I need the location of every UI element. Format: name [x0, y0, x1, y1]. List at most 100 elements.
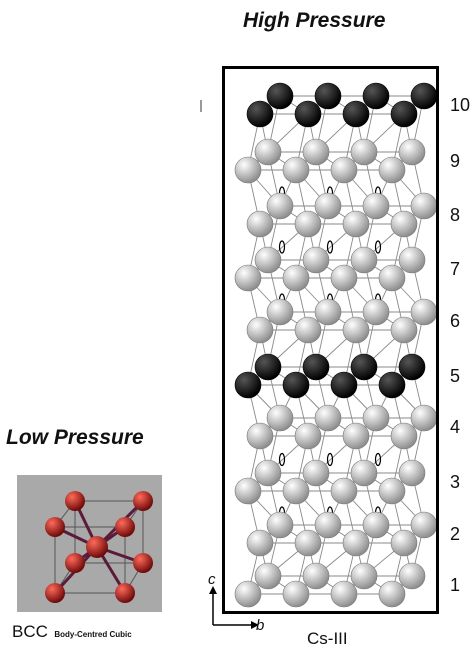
light-atom — [330, 264, 358, 292]
light-atom — [378, 580, 406, 608]
light-atom — [302, 562, 330, 590]
layer-number-5: 5 — [450, 366, 461, 386]
light-atom — [390, 210, 418, 238]
light-atom — [266, 404, 294, 432]
light-atom — [378, 477, 406, 505]
dark-atom — [246, 100, 274, 128]
light-atom — [282, 264, 310, 292]
light-atom — [282, 477, 310, 505]
light-atom — [398, 246, 426, 274]
light-atom — [350, 138, 378, 166]
unit-cell-frame — [222, 66, 439, 614]
light-atom — [254, 246, 282, 274]
light-atom — [302, 246, 330, 274]
light-atom — [246, 316, 274, 344]
dark-atom — [302, 353, 330, 381]
light-atom — [378, 264, 406, 292]
light-atom — [294, 529, 322, 557]
layer-number-8: 8 — [450, 205, 461, 225]
layer-number-1: 1 — [450, 575, 461, 595]
light-atom — [234, 156, 262, 184]
light-atom — [362, 404, 390, 432]
bcc-structure-image — [17, 475, 162, 612]
scale-tick — [200, 100, 202, 112]
dark-atom — [410, 82, 438, 110]
light-atom — [342, 529, 370, 557]
layer-number-7: 7 — [450, 259, 461, 279]
light-atom — [294, 316, 322, 344]
light-atom — [342, 316, 370, 344]
light-atom — [254, 459, 282, 487]
bcc-sublabel: Body-Centred Cubic — [54, 630, 132, 639]
light-atom — [246, 210, 274, 238]
c-axis-arrowhead — [209, 586, 217, 594]
layer-number-6: 6 — [450, 311, 461, 331]
symmetry-mark — [374, 452, 382, 467]
light-atom — [302, 138, 330, 166]
phase-label: Cs-III — [307, 629, 348, 648]
symmetry-mark — [326, 452, 334, 467]
dark-atom — [330, 371, 358, 399]
light-atom — [266, 298, 294, 326]
light-atom — [282, 156, 310, 184]
bcc-corner-atom — [115, 517, 135, 537]
light-atom — [314, 298, 342, 326]
dark-atom — [294, 100, 322, 128]
light-atom — [294, 210, 322, 238]
light-atom — [362, 298, 390, 326]
axis-arrows — [209, 586, 259, 629]
light-atom — [314, 192, 342, 220]
symmetry-mark — [278, 240, 286, 254]
light-atom — [390, 316, 418, 344]
light-atom — [398, 562, 426, 590]
light-atom — [342, 422, 370, 450]
layer-number-9: 9 — [450, 151, 461, 171]
light-atom — [314, 404, 342, 432]
light-atom — [302, 459, 330, 487]
layer-number-4: 4 — [450, 417, 461, 437]
light-atom — [410, 404, 438, 432]
light-atom — [390, 422, 418, 450]
light-atom — [362, 192, 390, 220]
light-atom — [410, 511, 438, 539]
light-atom — [398, 459, 426, 487]
dark-atom — [342, 100, 370, 128]
bcc-corner-atom — [115, 583, 135, 603]
axis-b-label: b — [256, 617, 265, 634]
light-atom — [246, 422, 274, 450]
dark-atom — [254, 353, 282, 381]
dark-atom — [266, 82, 294, 110]
symmetry-mark — [278, 452, 286, 467]
bcc-center-atom — [86, 536, 108, 558]
low-pressure-title: Low Pressure — [6, 426, 144, 449]
layer-number-3: 3 — [450, 472, 461, 492]
axis-c-label: c — [208, 571, 216, 588]
light-atom — [266, 511, 294, 539]
bcc-corner-atom — [133, 553, 153, 573]
bcc-corner-atom — [45, 583, 65, 603]
dark-atom — [314, 82, 342, 110]
light-atom — [254, 562, 282, 590]
dark-atom — [234, 371, 262, 399]
light-atom — [330, 477, 358, 505]
light-atom — [294, 422, 322, 450]
light-atom — [246, 529, 274, 557]
high-pressure-title: High Pressure — [243, 9, 386, 32]
light-atom — [234, 264, 262, 292]
light-atom — [410, 298, 438, 326]
light-atom — [266, 192, 294, 220]
light-atom — [398, 138, 426, 166]
dark-atom — [378, 371, 406, 399]
light-atom — [350, 562, 378, 590]
bcc-corner-atom — [45, 517, 65, 537]
light-atom — [314, 511, 342, 539]
b-axis-arrowhead — [251, 621, 259, 629]
light-atom — [234, 477, 262, 505]
light-atom — [330, 156, 358, 184]
light-atom — [350, 459, 378, 487]
light-atom — [330, 580, 358, 608]
layer-number-2: 2 — [450, 524, 461, 544]
dark-atom — [282, 371, 310, 399]
light-atom — [378, 156, 406, 184]
cs-iii-crystal-structure — [222, 66, 439, 614]
